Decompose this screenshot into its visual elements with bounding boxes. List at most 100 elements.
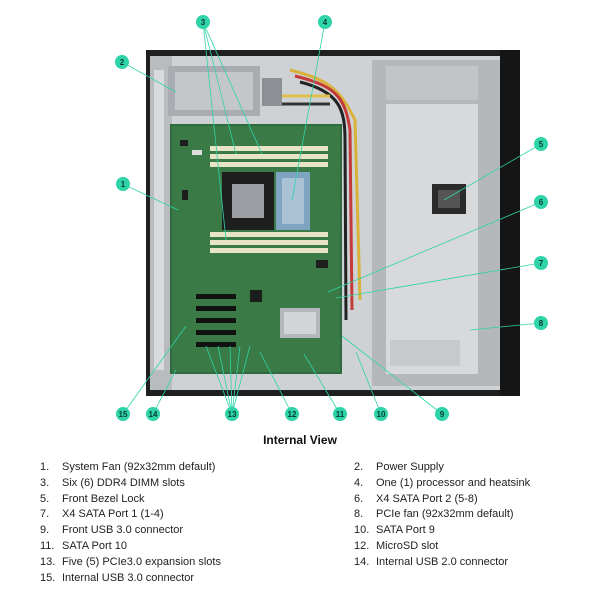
legend-number: 2. [354,461,364,473]
legend-item: 3. Six (6) DDR4 DIMM slots [40,476,354,492]
callout-number: 2 [120,58,125,67]
legend-text: SATA Port 9 [376,524,435,537]
callout-number: 10 [377,410,386,419]
legend-item: 5. Front Bezel Lock [40,492,354,508]
callout-circle [225,407,239,421]
callout-circle [116,407,130,421]
callout-circle [318,15,332,29]
legend-item: 4. One (1) processor and heatsink [354,476,580,492]
legend-number: 1. [40,461,50,473]
legend-number: 12. [354,539,370,552]
legend-number: 11. [40,539,55,552]
legend-text: Power Supply [376,461,444,473]
legend-text: Internal USB 2.0 connector [376,555,509,568]
legend-item: 2. Power Supply [354,460,580,476]
callout-8: 8 [534,316,548,330]
legend-item: 6. X4 SATA Port 2 (5-8) [354,492,580,508]
callout-circle [285,407,299,421]
legend-text: MicroSD slot [376,539,439,552]
legend-text: One (1) processor and heatsink [376,476,531,489]
legend-item: 13. Five (5) PCIe3.0 expansion slots [40,555,354,571]
callout-6: 6 [534,195,548,209]
legend-item: 8. PCIe fan (92x32mm default) [354,507,580,523]
legend-number: 8. [354,508,364,521]
callout-5: 5 [534,137,548,151]
callout-circle [534,316,548,330]
callout-12: 12 [285,407,299,421]
callout-number: 3 [201,18,206,27]
callout-number: 7 [539,259,544,268]
legend-number: 4. [354,476,364,489]
callout-circle [196,15,210,29]
callout-number: 4 [323,18,328,27]
figure-caption: Internal View [263,433,337,447]
callout-10: 10 [374,407,388,421]
legend-text: X4 SATA Port 2 (5-8) [376,492,478,505]
legend-number: 7. [40,508,50,521]
callout-circle [374,407,388,421]
drive-cage [372,60,500,386]
callout-13: 13 [225,407,239,421]
legend-text: X4 SATA Port 1 (1-4) [62,508,164,521]
callout-number: 12 [288,410,297,419]
legend-item: 10. SATA Port 9 [354,523,580,539]
legend-text: SATA Port 10 [62,539,128,552]
processor-heatsink [222,172,310,230]
legend: 1. System Fan (92x32mm default) 2. Power Su… [40,460,580,586]
legend-number: 15. [40,571,56,584]
legend-text: System Fan (92x32mm default) [62,461,216,473]
callout-circle [534,195,548,209]
legend-number: 14. [354,555,370,568]
chassis-side-frame [150,56,172,390]
callout-number: 14 [149,410,158,419]
dimm-slots [210,146,328,253]
legend-text: Front Bezel Lock [62,492,145,505]
legend-number: 10. [354,524,370,537]
legend-number: 3. [40,476,50,489]
callout-number: 8 [539,319,544,328]
legend-text: Front USB 3.0 connector [62,524,184,537]
callout-circle [534,256,548,270]
callout-4: 4 [318,15,332,29]
legend-item: 11. SATA Port 10 [40,539,354,555]
callout-circle [146,407,160,421]
legend-item: 14. Internal USB 2.0 connector [354,555,580,571]
legend-item: 12. MicroSD slot [354,539,580,555]
legend-number: 9. [40,524,50,537]
callout-lines [121,21,542,415]
power-supply [168,66,282,116]
callout-number: 11 [336,410,345,419]
callout-number: 1 [121,180,126,189]
callout-7: 7 [534,256,548,270]
cable-bundle [282,68,362,321]
callout-15: 15 [116,407,130,421]
callout-14: 14 [146,407,160,421]
callout-11: 11 [333,407,347,421]
callout-number: 15 [119,410,128,419]
legend-item: 1. System Fan (92x32mm default) [40,460,354,476]
legend-text: Six (6) DDR4 DIMM slots [62,476,185,489]
callout-number: 9 [440,410,445,419]
callout-3: 3 [196,15,210,29]
callout-9: 9 [435,407,449,421]
legend-text: Internal USB 3.0 connector [62,571,195,584]
callout-circle [534,137,548,151]
legend-item: 15. Internal USB 3.0 connector [40,571,354,587]
legend-text: Five (5) PCIe3.0 expansion slots [62,555,221,568]
callout-circle [115,55,129,69]
callout-circle [116,177,130,191]
callout-number: 13 [228,410,237,419]
legend-number: 5. [40,492,50,505]
callout-number: 5 [539,140,544,149]
legend-number: 6. [354,492,364,505]
callout-number: 6 [539,198,544,207]
callout-circle [435,407,449,421]
callout-1: 1 [116,177,130,191]
chipset-heatsink [280,308,320,338]
legend-item: 7. X4 SATA Port 1 (1-4) [40,507,354,523]
legend-text: PCIe fan (92x32mm default) [376,508,514,521]
legend-item: 9. Front USB 3.0 connector [40,523,354,539]
legend-number: 13. [40,555,56,568]
